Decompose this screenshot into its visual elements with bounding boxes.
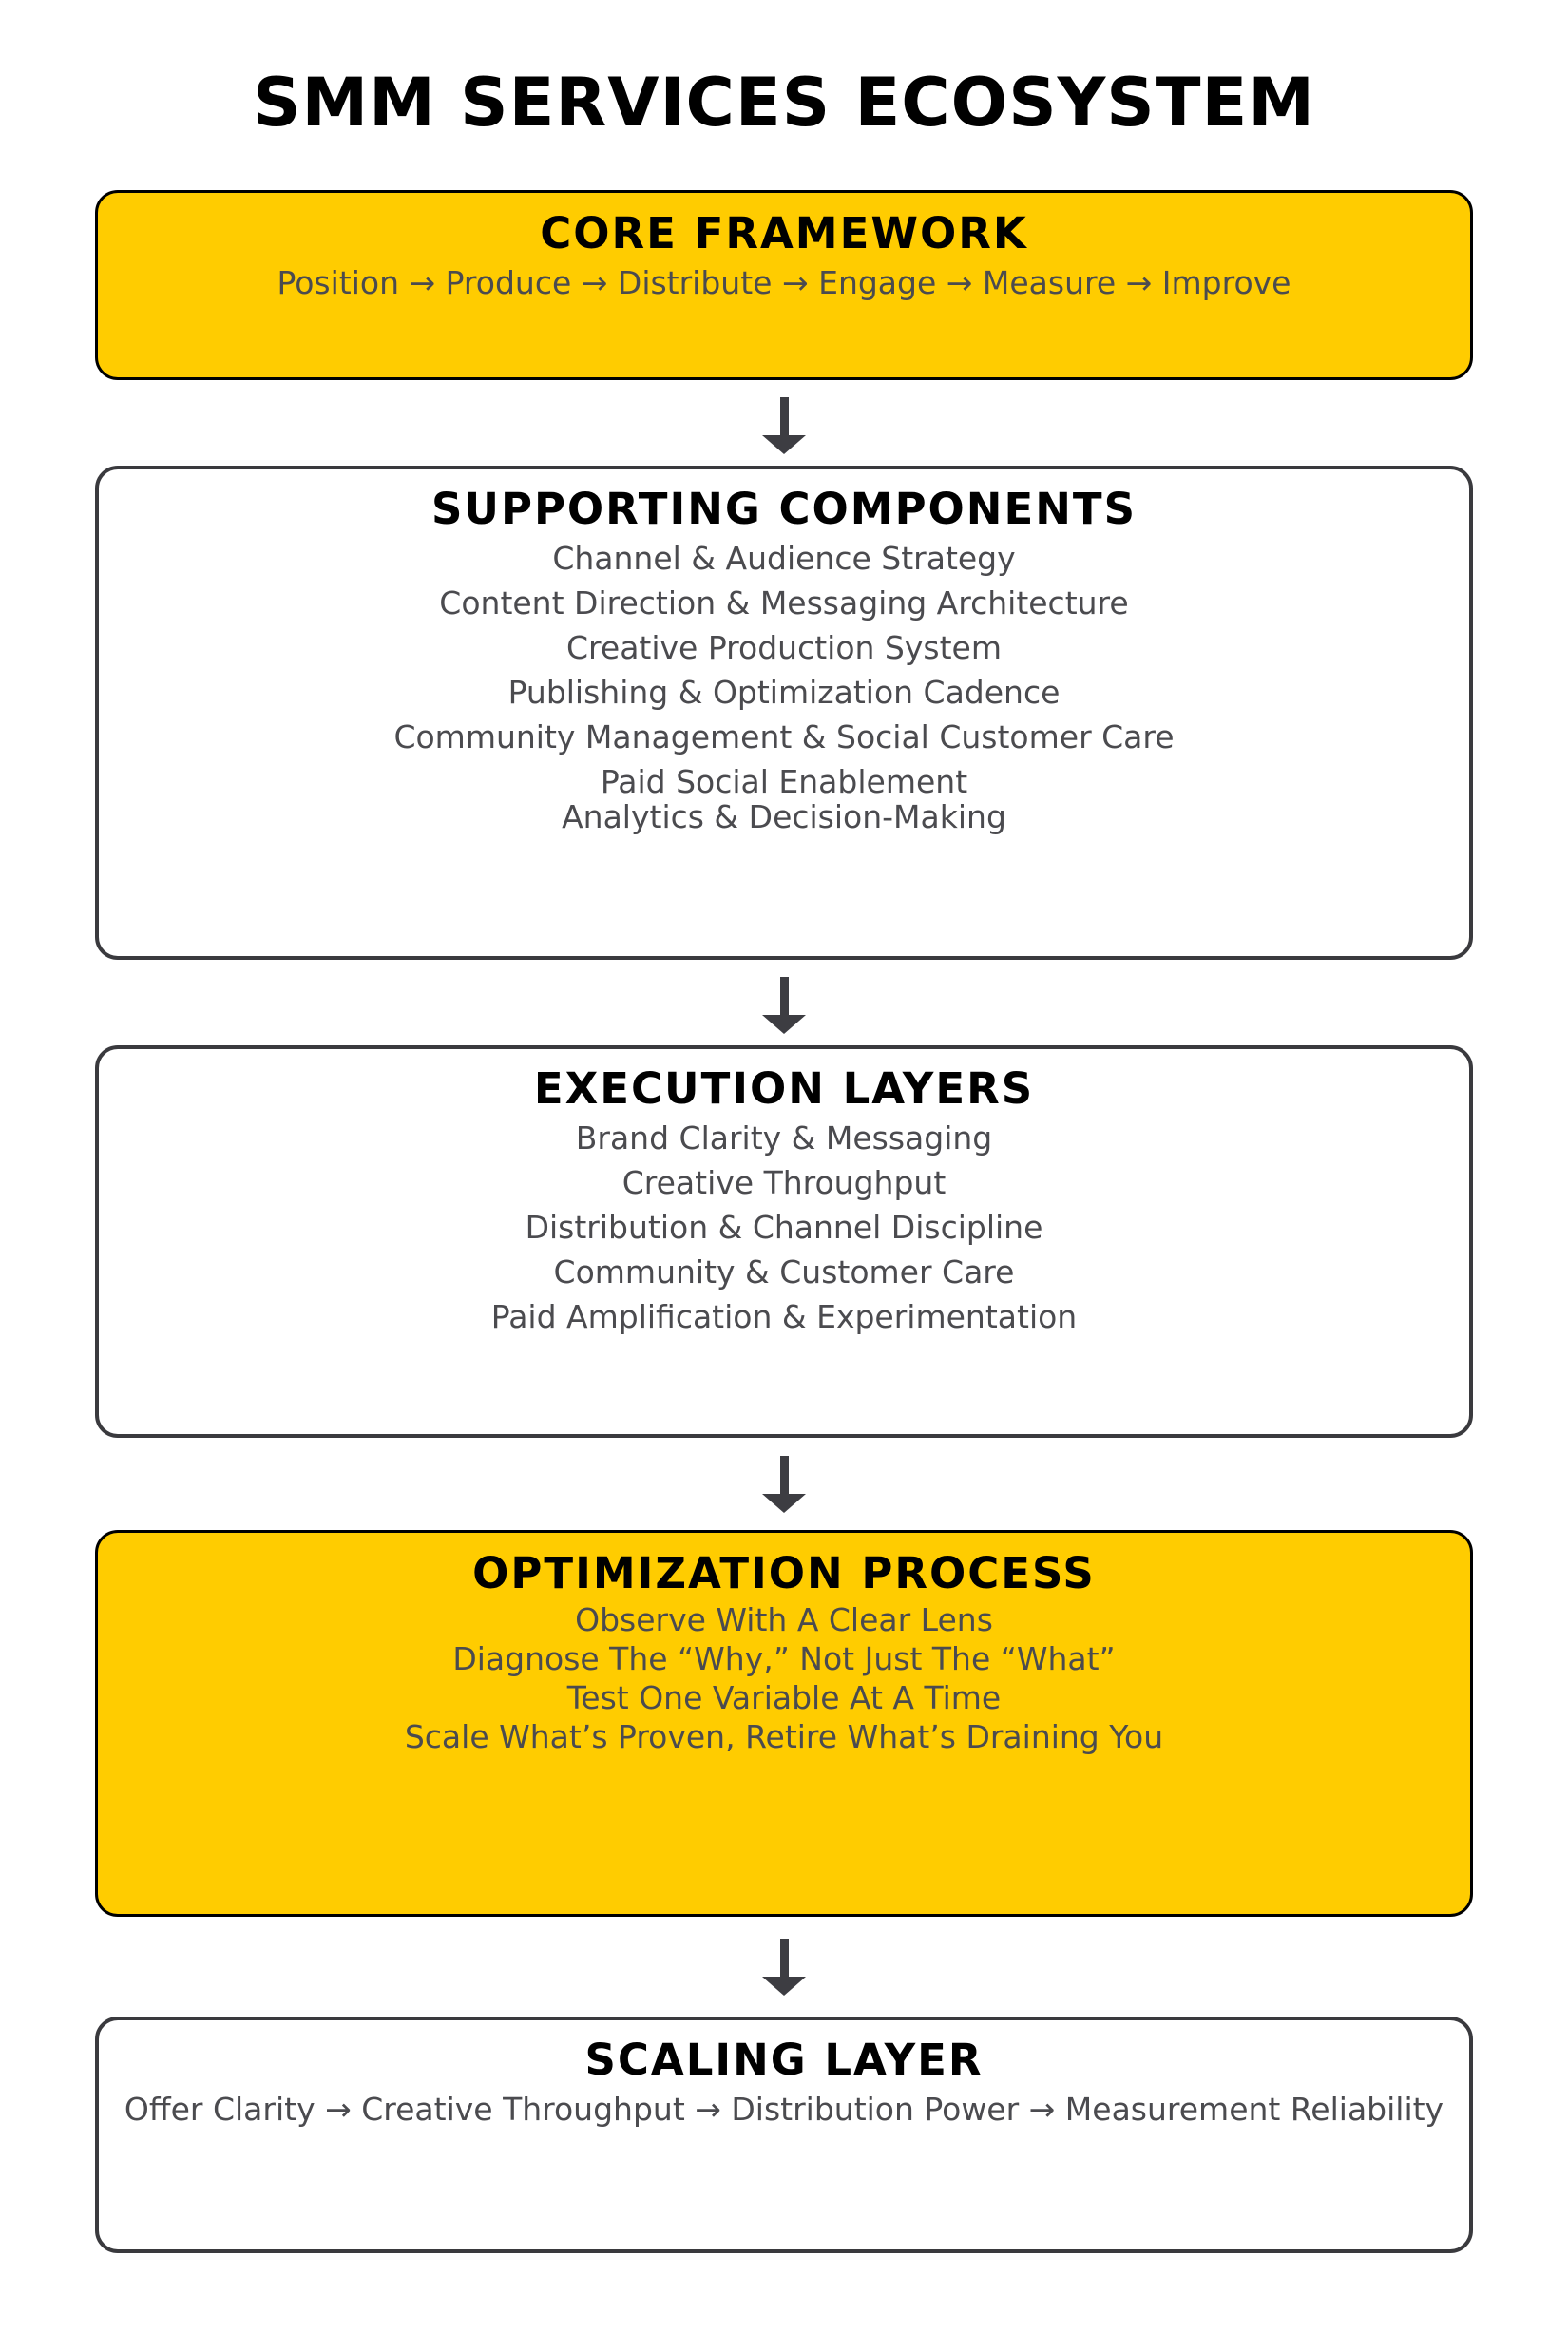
box-title: CORE FRAMEWORK — [540, 208, 1028, 258]
box-line: Scale What’s Proven, Retire What’s Drain… — [404, 1718, 1164, 1755]
page-title: SMM SERVICES ECOSYSTEM — [253, 64, 1315, 142]
flow-box-optimization-process: OPTIMIZATION PROCESS Observe With A Clea… — [95, 1530, 1473, 1917]
flow-box-scaling-layer: SCALING LAYER Offer Clarity → Creative T… — [95, 2017, 1473, 2253]
box-line: Content Direction & Messaging Architectu… — [439, 584, 1129, 621]
flow-box-core-framework: CORE FRAMEWORK Position → Produce → Dist… — [95, 190, 1473, 380]
box-line: Observe With A Clear Lens — [575, 1601, 993, 1638]
box-title: SUPPORTING COMPONENTS — [431, 484, 1137, 534]
box-line: Publishing & Optimization Cadence — [507, 674, 1061, 711]
arrow-down-icon — [762, 1494, 806, 1513]
flow-arrow-3 — [0, 1456, 1568, 1513]
box-title: SCALING LAYER — [584, 2035, 984, 2085]
arrow-down-icon — [762, 1015, 806, 1034]
box-line: Brand Clarity & Messaging — [575, 1119, 993, 1157]
box-subtitle-line: Position → Produce → Distribute → Engage… — [277, 264, 1291, 301]
arrow-stem — [779, 1939, 789, 1977]
box-line: Distribution & Channel Discipline — [525, 1209, 1043, 1246]
arrow-down-icon — [762, 435, 806, 454]
box-line: Creative Production System — [566, 629, 1002, 666]
box-title: OPTIMIZATION PROCESS — [472, 1548, 1096, 1598]
box-line: Creative Throughput — [621, 1164, 947, 1201]
arrow-stem — [779, 397, 789, 435]
box-line: Paid Amplification & Experimentation — [490, 1298, 1078, 1335]
box-line: Analytics & Decision-Making — [562, 798, 1006, 835]
box-line: Paid Social Enablement — [600, 763, 968, 800]
box-line: Community Management & Social Customer C… — [393, 718, 1175, 755]
box-subtitle-row: Offer Clarity → Creative Throughput → Di… — [99, 2087, 1469, 2132]
box-line: Diagnose The “Why,” Not Just The “What” — [452, 1640, 1116, 1677]
flow-arrow-1 — [0, 397, 1568, 454]
arrow-stem — [779, 977, 789, 1015]
box-line: Community & Customer Care — [553, 1253, 1015, 1291]
flow-box-supporting-components: SUPPORTING COMPONENTS Channel & Audience… — [95, 466, 1473, 960]
box-line: Test One Variable At A Time — [566, 1679, 1002, 1716]
flow-arrow-2 — [0, 977, 1568, 1034]
flow-arrow-4 — [0, 1939, 1568, 1996]
box-title: EXECUTION LAYERS — [533, 1063, 1035, 1114]
box-subtitle-line: Offer Clarity → Creative Throughput → Di… — [124, 2091, 1444, 2128]
arrow-down-icon — [762, 1977, 806, 1996]
arrow-stem — [779, 1456, 789, 1494]
flow-box-execution-layers: EXECUTION LAYERS Brand Clarity & Messagi… — [95, 1045, 1473, 1438]
box-line: Channel & Audience Strategy — [552, 540, 1016, 577]
